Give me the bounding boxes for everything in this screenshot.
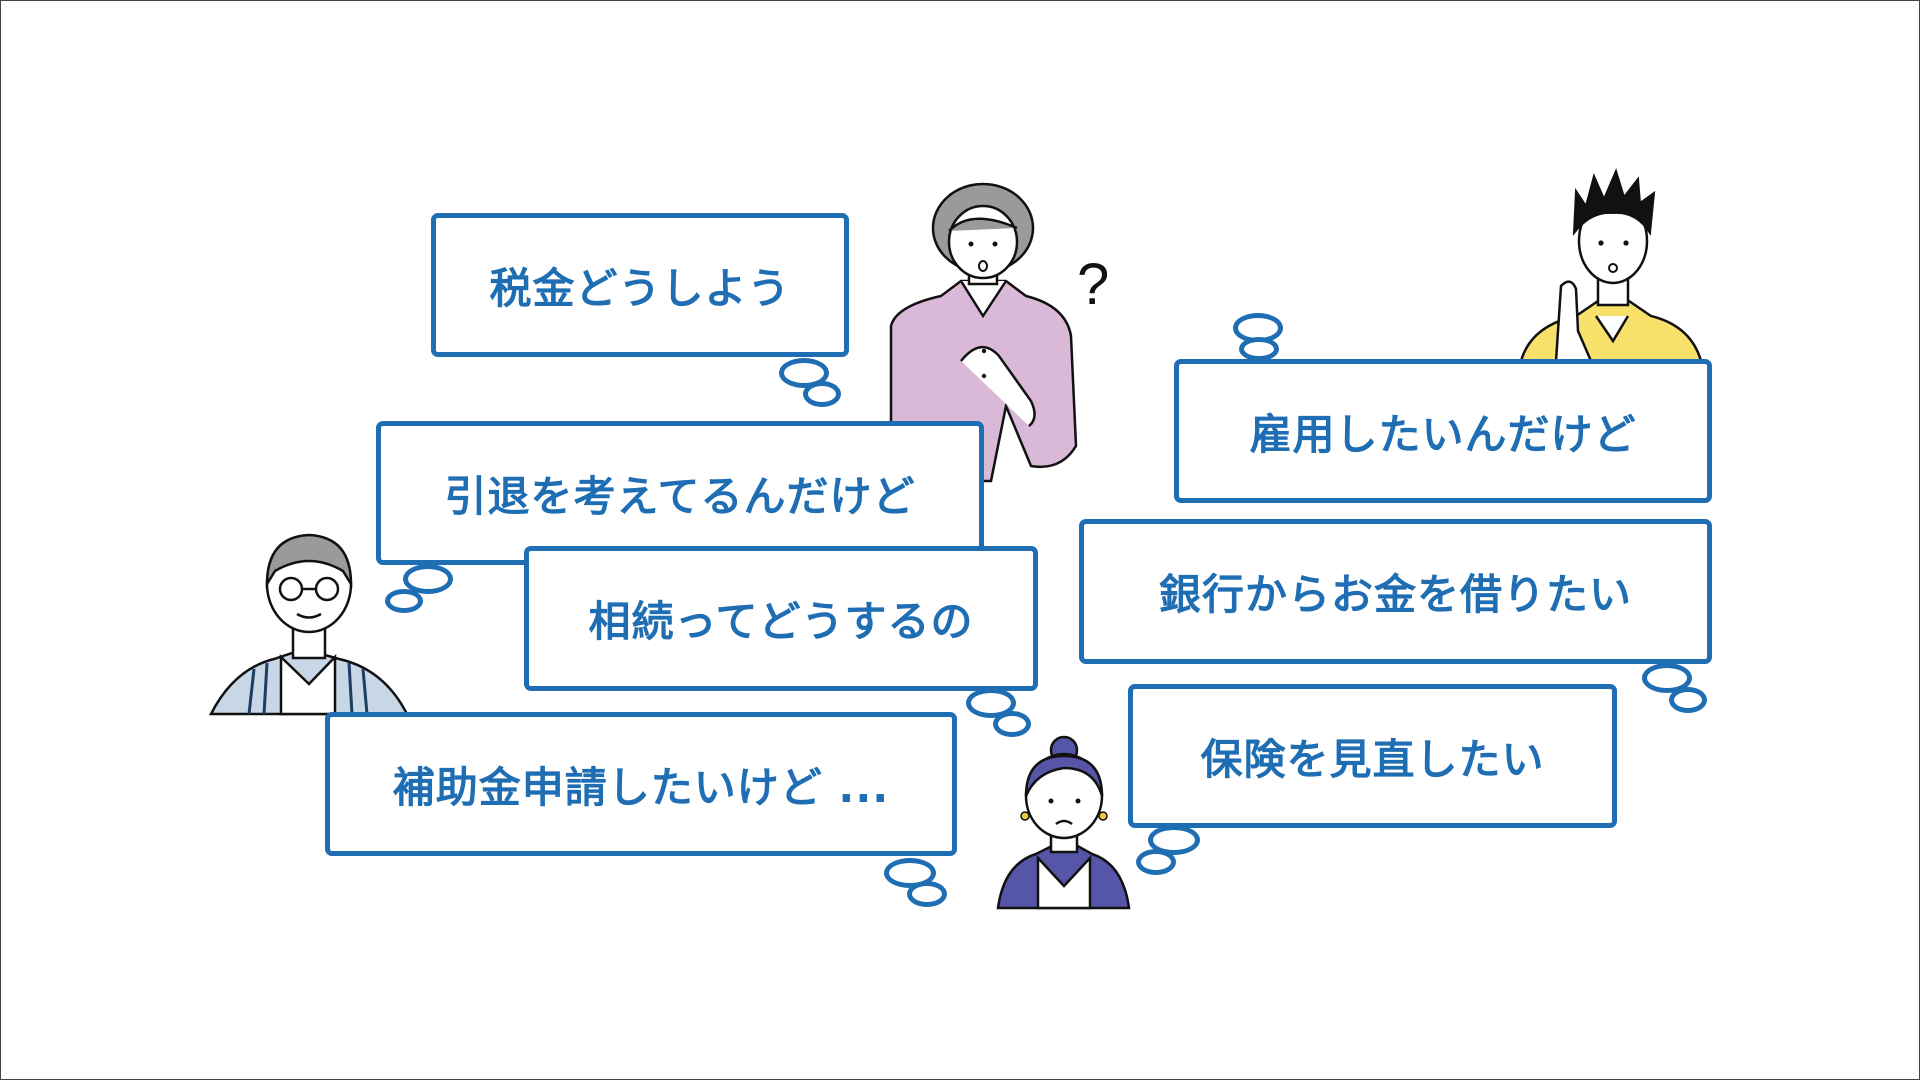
bubble-insurance: 保険を見直したい [1128, 684, 1617, 828]
thought-puff-small [803, 381, 841, 407]
bubble-loan-text: 銀行からお金を借りたい [1158, 570, 1632, 619]
thought-puff-small [385, 589, 423, 613]
bubble-subsidy-text: 補助金申請したいけど ... [392, 762, 890, 812]
thought-puff-small [1239, 337, 1279, 361]
bubble-subsidy: 補助金申請したいけど ... [325, 712, 957, 856]
woman-with-bun-figure [996, 735, 1131, 910]
bubble-retire: 引退を考えてるんだけど [376, 421, 984, 565]
young-man-figure [1519, 168, 1703, 363]
elderly-man-figure [208, 533, 410, 716]
thought-puff-small [907, 881, 947, 907]
bubble-tax-text: 税金どうしよう [489, 263, 791, 313]
bubble-tax: 税金どうしよう [431, 213, 849, 357]
thought-puff-small [1136, 849, 1176, 875]
thought-puff-small [1669, 687, 1707, 713]
bubble-retire-text: 引退を考えてるんだけど [444, 471, 916, 521]
bubble-inherit-text: 相続ってどうするの [588, 597, 974, 646]
bubble-insurance-text: 保険を見直したい [1200, 734, 1545, 784]
bubble-employ-text: 雇用したいんだけど [1249, 409, 1637, 459]
thought-puff-small [993, 711, 1031, 737]
bubble-inherit: 相続ってどうするの [524, 546, 1038, 691]
bubble-employ: 雇用したいんだけど [1174, 359, 1712, 503]
question-mark-icon: ? [1077, 252, 1110, 317]
bubble-loan: 銀行からお金を借りたい [1079, 519, 1712, 664]
